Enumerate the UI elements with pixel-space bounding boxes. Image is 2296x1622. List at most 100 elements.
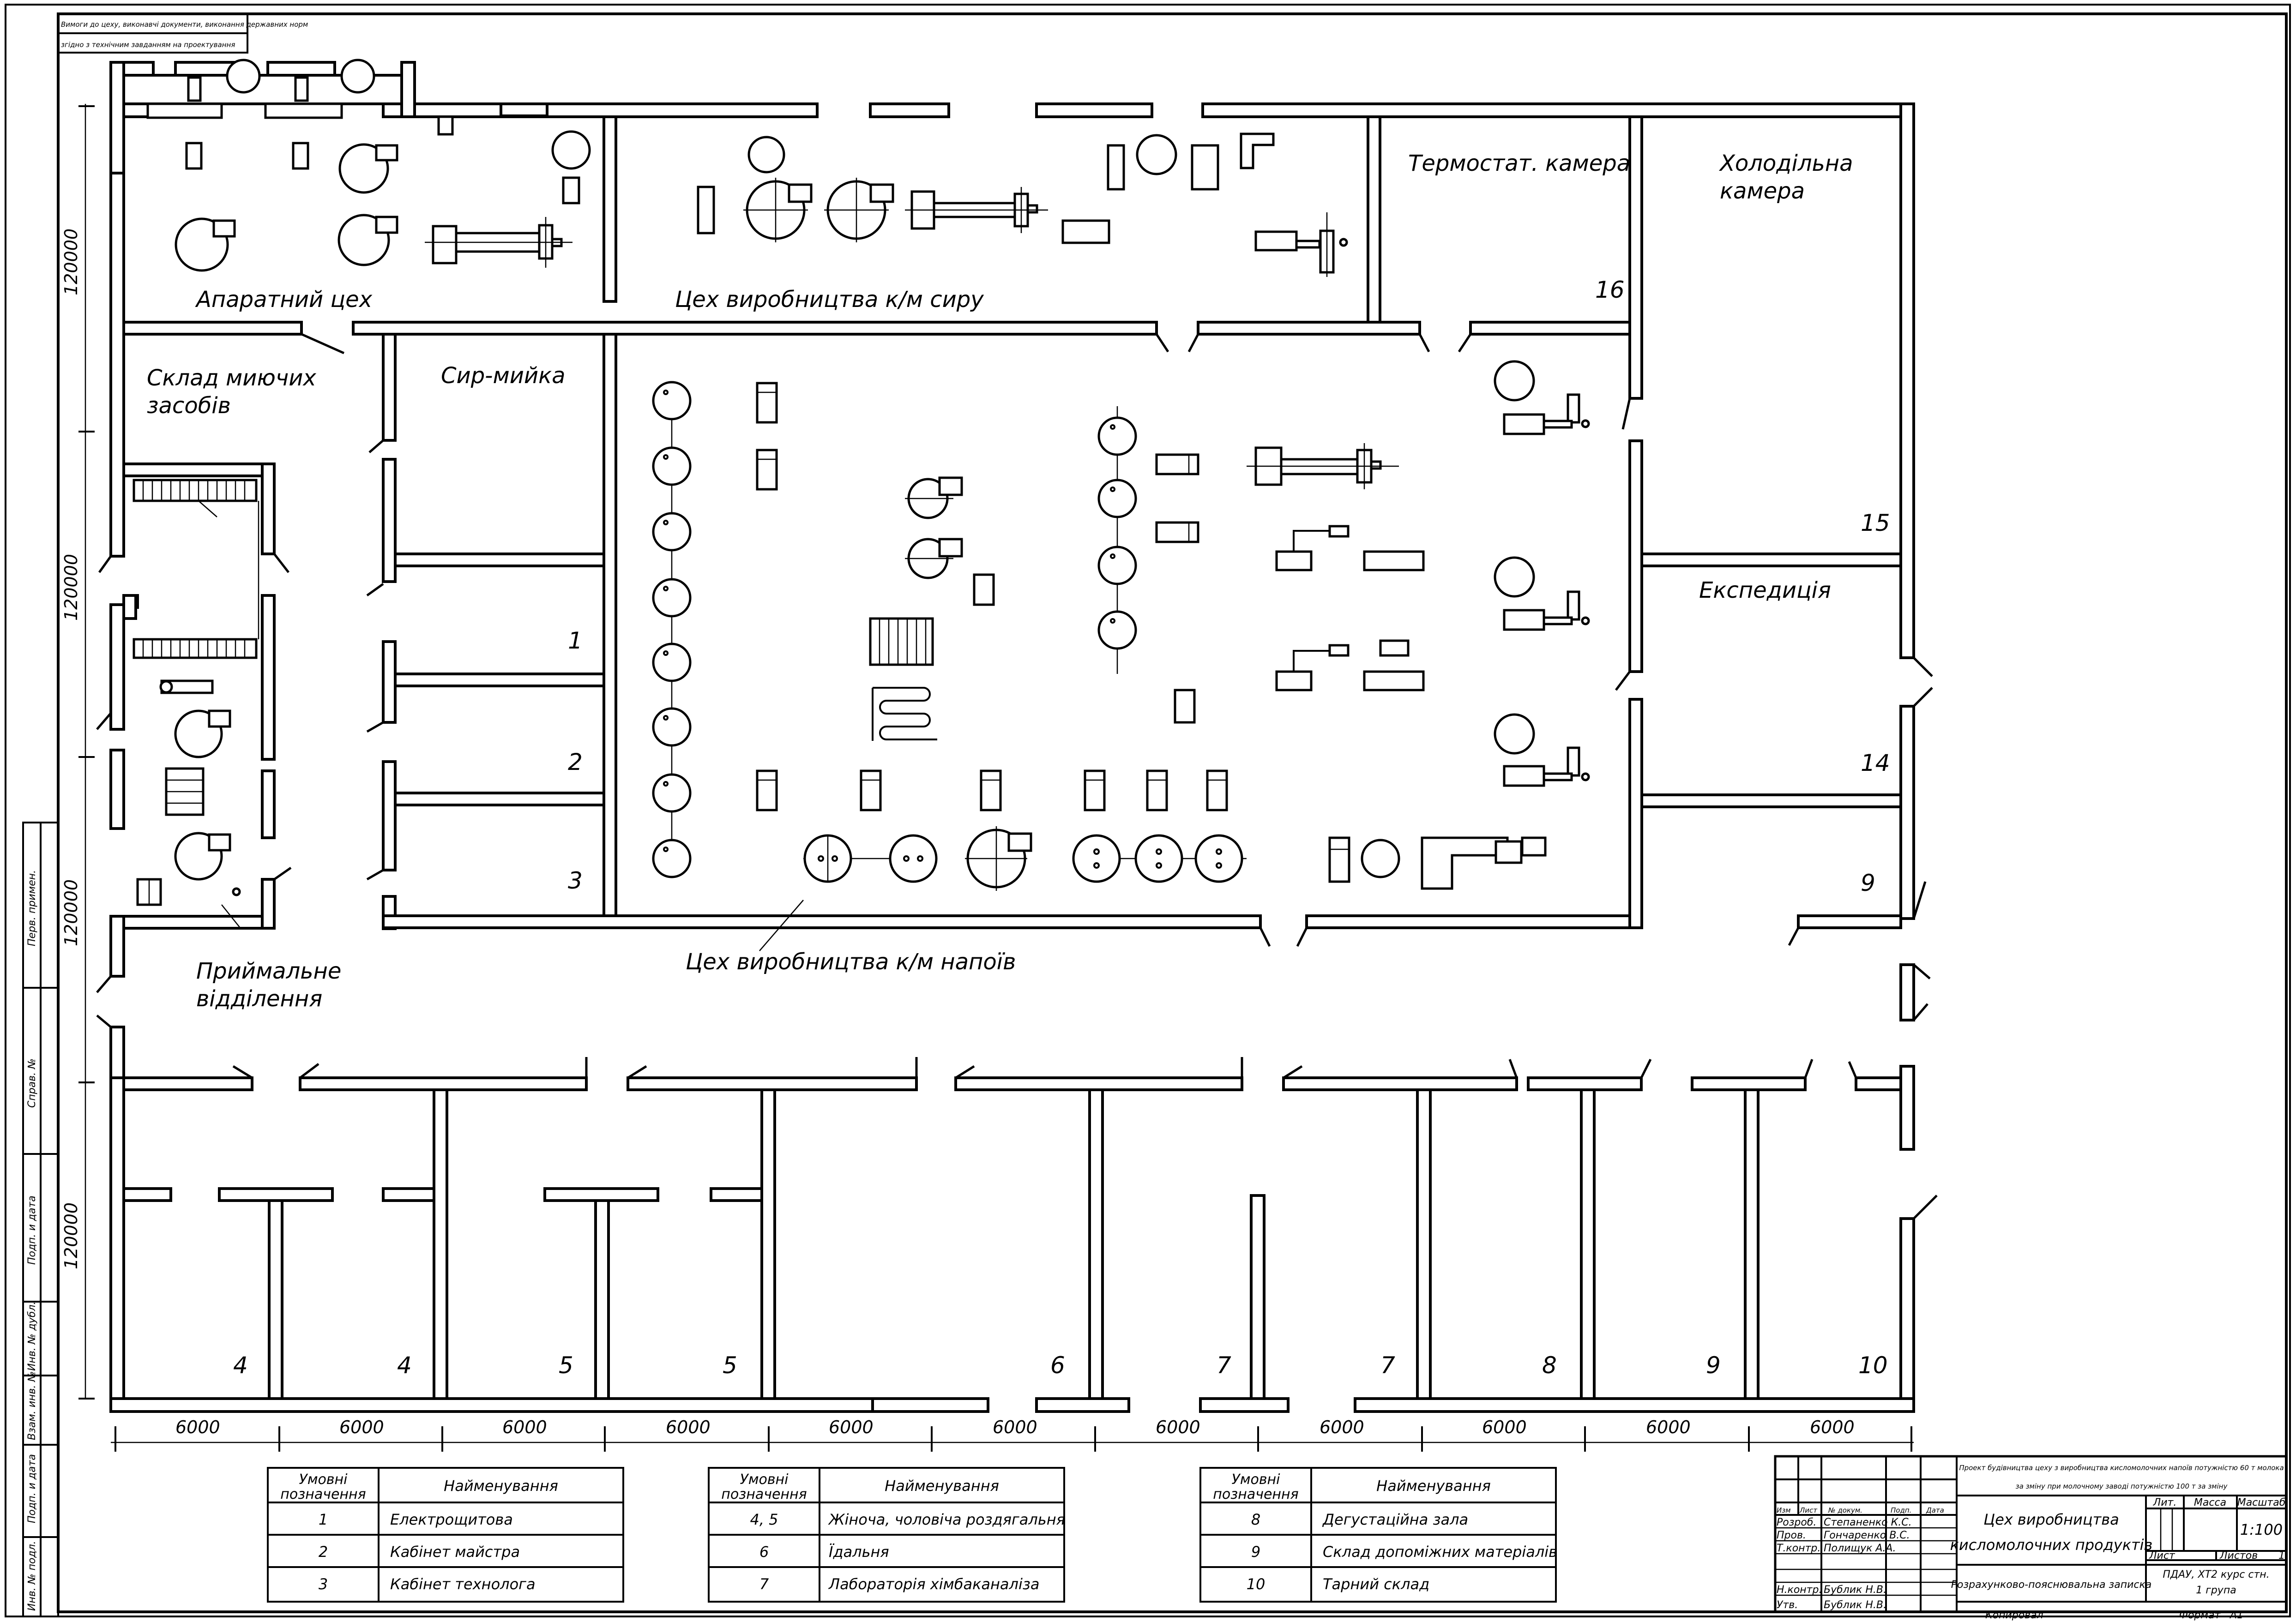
side-stamp-5: Взам. инв. № bbox=[26, 1371, 38, 1440]
room-detergents-line2: засобів bbox=[147, 393, 231, 419]
tb-head-izm: Изм bbox=[1777, 1506, 1791, 1514]
tb-title-line-2: кисломолочних продуктів bbox=[1950, 1536, 2153, 1554]
corner-stamp-line1: Вимоги до цеху, виконавчі документи, вик… bbox=[61, 20, 308, 29]
tb-head-list: Лист bbox=[1799, 1506, 1818, 1514]
legend1-head-code-2: позначення bbox=[280, 1486, 366, 1502]
legend1-code-1: 1 bbox=[319, 1511, 328, 1528]
room-number-8: 8 bbox=[1542, 1352, 1557, 1379]
tb-sheets: Листов bbox=[2219, 1550, 2258, 1562]
tb-head-date: Дата bbox=[1926, 1506, 1944, 1514]
legend2-head-code-1: Умовні bbox=[740, 1472, 789, 1488]
tb-mass: Масса bbox=[2194, 1497, 2226, 1508]
dim-h-9: 6000 bbox=[1482, 1417, 1527, 1437]
tb-head-sign: Подп. bbox=[1891, 1506, 1911, 1514]
room-number-5b: 5 bbox=[723, 1352, 737, 1379]
tb-sheet: Лист bbox=[2149, 1550, 2175, 1562]
tb-scale-head: Масштаб bbox=[2237, 1497, 2286, 1508]
dim-h-10: 6000 bbox=[1646, 1417, 1691, 1437]
legend1-name-1: Електрощитова bbox=[390, 1511, 513, 1528]
room-number-3: 3 bbox=[568, 867, 583, 894]
dim-h-1: 6000 bbox=[175, 1417, 220, 1437]
tb-format: А1 bbox=[2229, 1610, 2243, 1621]
tb-name-tkontr: Полищук А.А. bbox=[1824, 1543, 1896, 1554]
legend2-code-3: 7 bbox=[759, 1575, 769, 1593]
legend1-name-2: Кабінет майстра bbox=[390, 1543, 520, 1561]
tb-subtitle: Розрахунково-пояснювальна записка bbox=[1951, 1579, 2152, 1591]
dim-h-2: 6000 bbox=[339, 1417, 384, 1437]
dim-v-2: 120000 bbox=[61, 554, 81, 621]
tb-title-line-1: Цех виробництва bbox=[1983, 1511, 2119, 1528]
room-reception-line2: відділення bbox=[196, 986, 322, 1012]
tb-scale: 1:100 bbox=[2240, 1521, 2283, 1538]
legend1-name-3: Кабінет технолога bbox=[390, 1575, 536, 1593]
dimension-lines: 6000 6000 6000 6000 6000 6000 6000 6000 … bbox=[61, 104, 1914, 1452]
legend2-head-name: Найменування bbox=[885, 1477, 999, 1495]
stairs bbox=[133, 479, 259, 659]
side-stamp-4: Инв. № дубл. bbox=[26, 1301, 38, 1371]
tb-role-utv: Утв. bbox=[1777, 1599, 1798, 1611]
legend3-head-name: Найменування bbox=[1376, 1477, 1491, 1495]
legend-table-1: Умовні позначення Найменування 1 Електро… bbox=[267, 1467, 624, 1603]
room-number-7a: 7 bbox=[1217, 1352, 1231, 1379]
doors bbox=[96, 333, 1938, 1220]
room-cheese-wash: Сир-мийка bbox=[441, 363, 566, 389]
side-stamp-6: Подп. и дата bbox=[26, 1454, 38, 1523]
room-number-9-right: 9 bbox=[1861, 870, 1875, 896]
room-thermostat: Термостат. камера bbox=[1408, 150, 1630, 176]
side-stamp-2: Справ. № bbox=[26, 1058, 38, 1108]
side-stamp-7: Инв. № подл. bbox=[26, 1541, 38, 1611]
room-cold-line2: камера bbox=[1720, 178, 1805, 204]
legend3-code-3: 10 bbox=[1247, 1575, 1266, 1593]
legend1-code-2: 2 bbox=[319, 1543, 328, 1561]
tb-org-2: 1 група bbox=[2196, 1585, 2236, 1596]
dim-v-1: 120000 bbox=[61, 228, 81, 295]
room-number-7b: 7 bbox=[1380, 1352, 1395, 1379]
tb-lit: Лит. bbox=[2153, 1497, 2177, 1508]
tb-role-prov: Пров. bbox=[1777, 1530, 1806, 1541]
legend3-name-3: Тарний склад bbox=[1323, 1575, 1429, 1593]
room-number-4b: 4 bbox=[397, 1352, 412, 1379]
project-line-2: за зміну при молочному заводі потужністю… bbox=[2016, 1482, 2228, 1490]
tb-role-razrab: Розроб. bbox=[1777, 1517, 1816, 1528]
dim-h-8: 6000 bbox=[1320, 1417, 1364, 1437]
room-numbers: 16 15 14 9 1 2 3 4 4 5 5 6 7 7 8 9 10 bbox=[233, 276, 1890, 1379]
legend-table-2: Умовні позначення Найменування 4, 5 Жіно… bbox=[708, 1467, 1065, 1603]
room-number-16: 16 bbox=[1595, 276, 1625, 303]
tb-name-utv: Бублик Н.В. bbox=[1824, 1599, 1886, 1611]
legend2-head-code-2: позначення bbox=[721, 1486, 807, 1502]
room-number-14: 14 bbox=[1861, 750, 1890, 776]
legend1-code-3: 3 bbox=[319, 1575, 328, 1593]
dim-h-5: 6000 bbox=[829, 1417, 874, 1437]
room-number-5a: 5 bbox=[559, 1352, 573, 1379]
room-number-4a: 4 bbox=[233, 1352, 248, 1379]
room-number-2: 2 bbox=[568, 749, 583, 775]
legend3-name-1: Дегустаційна зала bbox=[1322, 1511, 1468, 1528]
legend2-code-2: 6 bbox=[759, 1543, 769, 1561]
dim-h-11: 6000 bbox=[1810, 1417, 1855, 1437]
walls bbox=[109, 61, 1915, 1413]
title-block: Проект будівництва цеху з виробництва ки… bbox=[1774, 1455, 2288, 1613]
room-number-15: 15 bbox=[1861, 510, 1890, 536]
room-cheese-shop: Цех виробництва к/м сиру bbox=[675, 287, 984, 312]
room-drinks-shop: Цех виробництва к/м напоїв bbox=[686, 949, 1016, 975]
room-number-10: 10 bbox=[1858, 1352, 1888, 1379]
tb-name-nkontr: Бублик Н.В. bbox=[1824, 1584, 1886, 1596]
drawing-frame bbox=[5, 4, 2291, 1617]
tb-role-nkontr: Н.контр. bbox=[1777, 1584, 1822, 1596]
room-apparatus: Апаратний цех bbox=[195, 287, 373, 312]
tb-format-label: Формат bbox=[2179, 1610, 2221, 1621]
dim-v-3: 120000 bbox=[61, 879, 81, 946]
side-stamp: Перв. примен. Справ. № Подп. и дата Инв.… bbox=[22, 822, 59, 1617]
room-detergents-line1: Склад миючих bbox=[147, 365, 316, 391]
corner-stamp-line2: згідно з технічним завданням на проектув… bbox=[61, 41, 235, 49]
room-labels: Апаратний цех Цех виробництва к/м сиру Т… bbox=[147, 150, 1853, 1012]
legend3-name-2: Склад допоміжних матеріалів bbox=[1323, 1543, 1557, 1561]
legend2-name-1: Жіноча, чоловіча роздягальня bbox=[828, 1511, 1065, 1528]
tb-sheets-count: 1 bbox=[2278, 1550, 2285, 1562]
project-line-1: Проект будівництва цеху з виробництва ки… bbox=[1959, 1464, 2284, 1472]
legend-table-3: Умовні позначення Найменування 8 Дегуста… bbox=[1199, 1467, 1557, 1603]
dim-h-7: 6000 bbox=[1156, 1417, 1200, 1437]
dim-v-4: 120000 bbox=[61, 1202, 81, 1269]
legend3-head-code-1: Умовні bbox=[1232, 1472, 1281, 1488]
